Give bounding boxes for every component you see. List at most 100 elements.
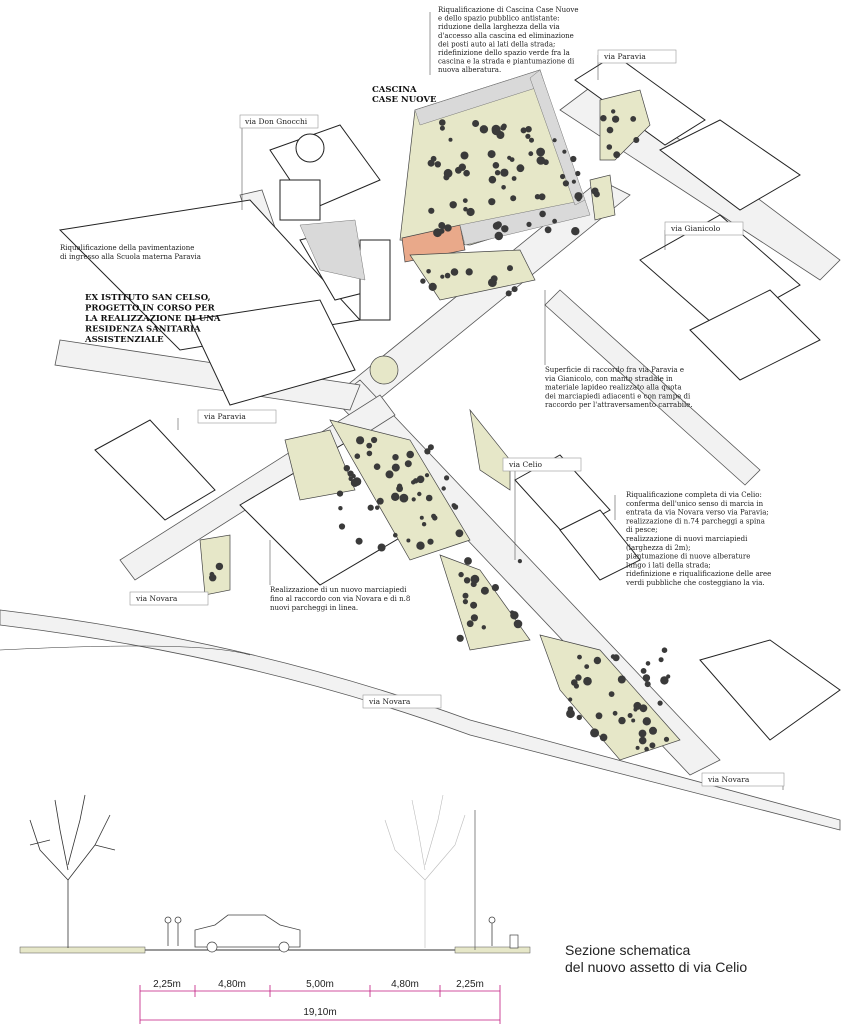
tree-symbol — [612, 710, 618, 716]
tree-symbol — [488, 278, 497, 287]
tree-symbol — [501, 225, 509, 233]
leader-lines — [177, 12, 784, 790]
tree-symbol — [420, 278, 426, 284]
tree-symbol — [560, 173, 566, 180]
tree-symbol — [448, 137, 453, 142]
annotation-line: Superficie di raccordo fra via Paravia e — [545, 366, 684, 374]
tree-symbol — [529, 137, 534, 143]
tree-symbol — [526, 221, 532, 227]
trees — [209, 109, 671, 752]
tree-symbol — [215, 562, 224, 571]
tree-symbol — [385, 470, 394, 479]
tree-symbol — [536, 147, 545, 157]
green-areas — [199, 89, 681, 761]
annotation-line: nuovi parcheggi in linea. — [270, 604, 358, 612]
tree-symbol — [633, 137, 640, 143]
tree-symbol — [354, 453, 361, 460]
tree-symbol — [450, 268, 459, 276]
tree-symbol — [391, 492, 400, 501]
tree-symbol — [600, 115, 607, 122]
tree-symbol — [649, 726, 657, 735]
section-title-line2: del nuovo assetto di via Celio — [565, 959, 747, 975]
annotation-line: di pesce; — [626, 526, 658, 534]
tree-symbol — [606, 126, 614, 134]
tree-symbol — [552, 138, 557, 143]
tree-symbol — [575, 674, 582, 681]
tree-symbol — [406, 538, 411, 543]
tree-symbol — [658, 657, 664, 663]
tree-symbol — [343, 465, 350, 472]
annotation-line: d'accesso alla cascina ed eliminazione — [438, 32, 574, 40]
tree-symbol — [640, 668, 647, 674]
tree-symbol — [487, 150, 496, 159]
tree-symbol — [577, 654, 582, 660]
tree-symbol — [470, 614, 478, 622]
annotation-line: ridefinizione e riqualificazione delle a… — [626, 570, 771, 578]
annotation-line: conferma dell'unico senso di marcia in — [626, 500, 764, 508]
tree-symbol — [406, 450, 415, 459]
annotation-line: via Gianicolo, con manto stradale in — [544, 375, 673, 383]
tree-symbol — [425, 494, 433, 502]
tree-symbol — [534, 194, 541, 200]
tree-symbol — [466, 207, 475, 217]
tree-symbol — [501, 185, 506, 190]
annotation-line: materiale lapideo realizzato alla quota — [545, 384, 682, 392]
tree-symbol — [391, 463, 400, 472]
tree-symbol — [510, 195, 517, 202]
tree-symbol — [525, 133, 531, 139]
tree-symbol — [488, 175, 497, 184]
tree-symbol — [494, 170, 501, 176]
annotation-line: Riqualificazione della pavimentazione — [60, 244, 194, 252]
annotation-scuola: Riqualificazione della pavimentazionedi … — [60, 244, 201, 261]
san-celso-title-line: EX ISTITUTO SAN CELSO, — [85, 293, 211, 303]
tree-symbol — [434, 161, 441, 168]
tree-symbol — [371, 436, 378, 444]
tree-symbol — [439, 119, 446, 126]
section-car — [194, 914, 301, 948]
tree-symbol — [426, 269, 431, 274]
tree-symbol — [463, 577, 471, 584]
tree-symbol — [458, 571, 464, 578]
tree-symbol — [610, 654, 616, 659]
tree-symbol — [500, 168, 509, 177]
tree-symbol — [373, 463, 381, 471]
tree-symbol — [396, 485, 403, 493]
annotation-line: verdi pubbliche che costeggiano la via. — [625, 579, 765, 587]
tree-symbol — [472, 120, 480, 127]
section-total-width: 19,10m — [303, 1007, 336, 1018]
section-dimension-label: 4,80m — [218, 979, 246, 990]
annotation-line: ridefinizione dello spazio verde fra la — [438, 49, 570, 57]
tree-symbol — [575, 170, 581, 177]
annotation-line: realizzazione di n.74 parcheggi a spina — [626, 517, 765, 525]
tree-symbol — [480, 586, 489, 595]
tree-symbol — [562, 149, 567, 154]
tree-symbol — [576, 196, 581, 202]
tree-symbol — [599, 733, 608, 742]
tree-symbol — [644, 681, 651, 688]
tree-symbol — [492, 222, 501, 230]
annotation-celio: Riqualificazione completa di via Celio:c… — [625, 491, 771, 587]
tree-symbol — [444, 224, 452, 232]
tree-symbol — [481, 625, 486, 630]
tree-symbol — [635, 745, 640, 750]
street-label-don-gnocchi: via Don Gnocchi — [244, 117, 308, 126]
tree-symbol — [375, 505, 380, 510]
tree-symbol — [505, 290, 512, 297]
annotation-line: (larghezza di 2m); — [626, 544, 691, 552]
tree-symbol — [421, 522, 427, 527]
street-label-celio: via Celio — [508, 460, 542, 469]
annotation-line: di ingresso alla Scuola materna Paravia — [60, 253, 201, 261]
tree-symbol — [462, 592, 469, 599]
tree-symbol — [633, 707, 638, 712]
title-san-celso: EX ISTITUTO SAN CELSO,PROGETTO IN CORSO … — [84, 293, 221, 345]
tree-symbol — [638, 736, 647, 745]
tree-symbol — [491, 124, 501, 134]
street-label-novara-right: via Novara — [707, 775, 750, 784]
tree-symbol — [336, 490, 344, 497]
annotation-line: entrata da via Novara verso via Paravia; — [626, 509, 769, 517]
tree-symbol — [427, 444, 434, 451]
tree-symbol — [638, 729, 647, 738]
tree-symbol — [576, 714, 582, 721]
